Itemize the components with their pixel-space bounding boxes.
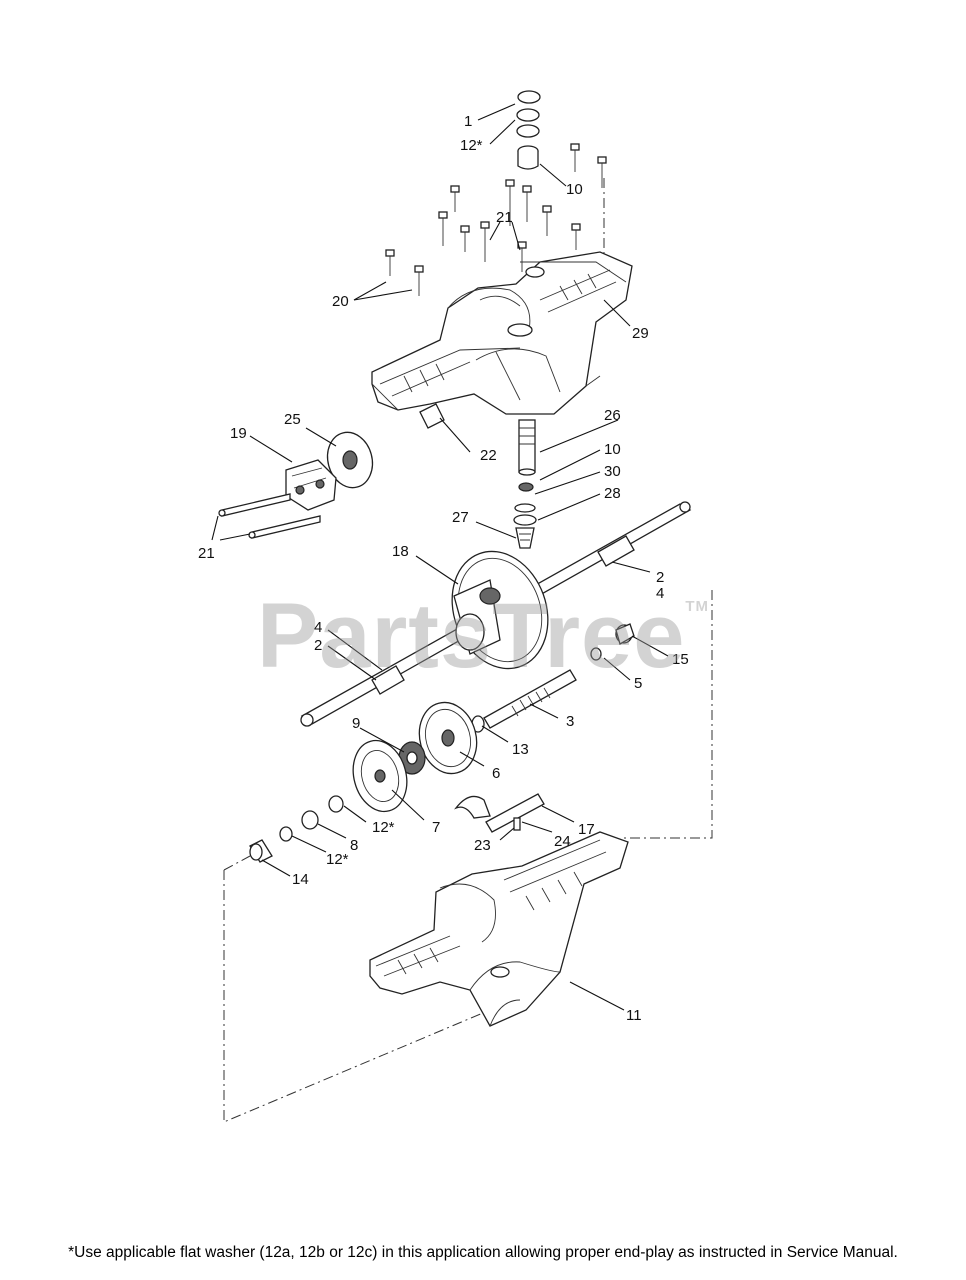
bolt <box>522 185 532 222</box>
bolt <box>542 205 552 236</box>
callout-24: 24 <box>554 833 571 850</box>
bolt <box>460 225 470 252</box>
bolt <box>414 265 424 296</box>
callout-14: 14 <box>292 871 309 888</box>
callout-5: 5 <box>634 675 642 692</box>
callout-25: 25 <box>284 411 301 428</box>
snap-ring-and-washers <box>516 90 541 138</box>
leader-lines <box>211 103 669 1011</box>
callout-27: 27 <box>452 509 469 526</box>
bushing-top <box>517 145 539 170</box>
gear-7 <box>352 739 408 813</box>
callout-30: 30 <box>604 463 621 480</box>
callout-22: 22 <box>480 447 497 464</box>
callout-9: 9 <box>352 715 360 732</box>
brake-disc <box>326 431 374 489</box>
callout-21: 21 <box>496 209 513 226</box>
callout-23: 23 <box>474 837 491 854</box>
shift-fork <box>454 793 545 833</box>
differential-gear <box>451 550 549 670</box>
callout-10-lower: 10 <box>604 441 621 458</box>
upper-housing <box>371 251 633 415</box>
callout-20: 20 <box>332 293 349 310</box>
callout-28: 28 <box>604 485 621 502</box>
callout-4-left: 4 <box>314 619 322 636</box>
callout-21-lower: 21 <box>198 545 215 562</box>
bolt <box>597 156 607 188</box>
lower-housing <box>369 831 629 1027</box>
bolt <box>450 185 460 212</box>
bolt <box>570 143 580 172</box>
callout-13: 13 <box>512 741 529 758</box>
bolt <box>505 179 515 226</box>
callout-1: 1 <box>464 113 472 130</box>
spacer-22 <box>419 403 445 429</box>
callout-8: 8 <box>350 837 358 854</box>
callout-12-star-low: 12* <box>326 851 349 868</box>
brake-yoke <box>285 459 337 511</box>
phantom-lines <box>223 178 713 1123</box>
bearing-15 <box>615 623 635 645</box>
callout-2-right: 2 <box>656 569 664 586</box>
callout-7: 7 <box>432 819 440 836</box>
vertical-shaft-stack <box>513 419 537 549</box>
callout-15: 15 <box>672 651 689 668</box>
bolt <box>438 211 448 246</box>
shift-shaft <box>483 669 577 729</box>
callout-4-right: 4 <box>656 585 664 602</box>
bolt <box>480 221 490 262</box>
callout-12-star: 12* <box>460 137 483 154</box>
callout-2-left: 2 <box>314 637 322 654</box>
callout-19: 19 <box>230 425 247 442</box>
callout-11: 11 <box>626 1007 642 1024</box>
dowel-pins <box>218 493 321 539</box>
footnote: *Use applicable flat washer (12a, 12b or… <box>68 1244 898 1261</box>
callout-12-star-mid: 12* <box>372 819 395 836</box>
callout-3: 3 <box>566 713 574 730</box>
callout-17: 17 <box>578 821 595 838</box>
callout-10: 10 <box>566 181 583 198</box>
bolt <box>571 223 581 250</box>
washer-5 <box>590 647 602 661</box>
bolt <box>385 249 395 276</box>
callout-18: 18 <box>392 543 409 560</box>
callout-29: 29 <box>632 325 649 342</box>
gear-6 <box>418 701 478 775</box>
callout-labels: 1 12* 10 21 20 29 26 25 19 22 10 30 28 2… <box>198 113 689 1024</box>
callout-26: 26 <box>604 407 621 424</box>
washers-and-bushing <box>249 795 344 863</box>
callout-6: 6 <box>492 765 500 782</box>
bolts-group <box>385 143 607 296</box>
